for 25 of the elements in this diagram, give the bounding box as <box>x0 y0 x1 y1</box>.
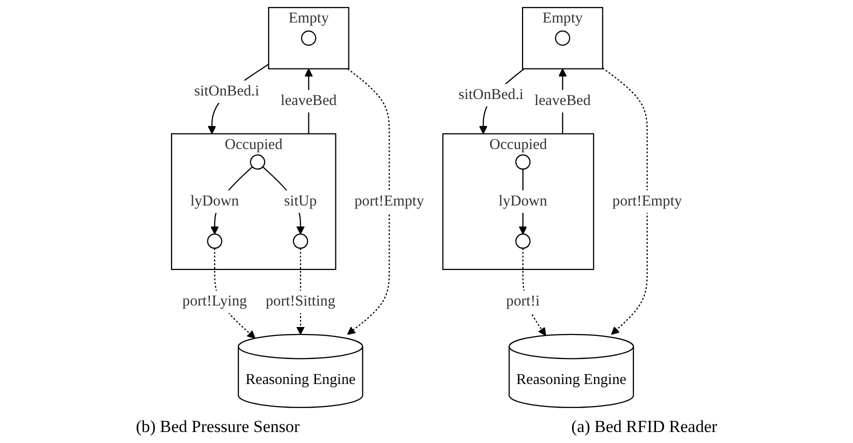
edge-label: port!i <box>506 293 540 310</box>
node-circle <box>250 154 265 170</box>
node-circle <box>206 234 222 249</box>
node-circle <box>515 154 530 170</box>
edge-label: sitUp <box>284 193 317 210</box>
edge-label: sitOnBed.i <box>458 86 524 103</box>
node-circle <box>515 234 530 249</box>
cluster: Empty <box>522 6 603 70</box>
edge-label: sitOnBed.i <box>194 83 259 100</box>
edge-label: port!Empty <box>612 193 682 210</box>
node-circle <box>554 30 570 46</box>
arrow <box>346 68 390 335</box>
subfigure-caption: (a) Bed RFID Reader <box>571 417 718 437</box>
node-circle <box>300 30 316 46</box>
edge-label: leaveBed <box>534 92 590 109</box>
arrow <box>602 68 648 335</box>
subfigure-caption: (b) Bed Pressure Sensor <box>136 417 300 437</box>
edge-label: port!Sitting <box>266 293 336 310</box>
node-circle <box>292 234 308 249</box>
edge-label: leaveBed <box>280 92 336 109</box>
edge-label: port!Lying <box>182 293 247 310</box>
edge-label: port!Empty <box>354 193 424 210</box>
edge-label: lyDown <box>190 193 239 210</box>
edge-label: lyDown <box>498 193 547 210</box>
cluster: Empty <box>268 6 350 70</box>
